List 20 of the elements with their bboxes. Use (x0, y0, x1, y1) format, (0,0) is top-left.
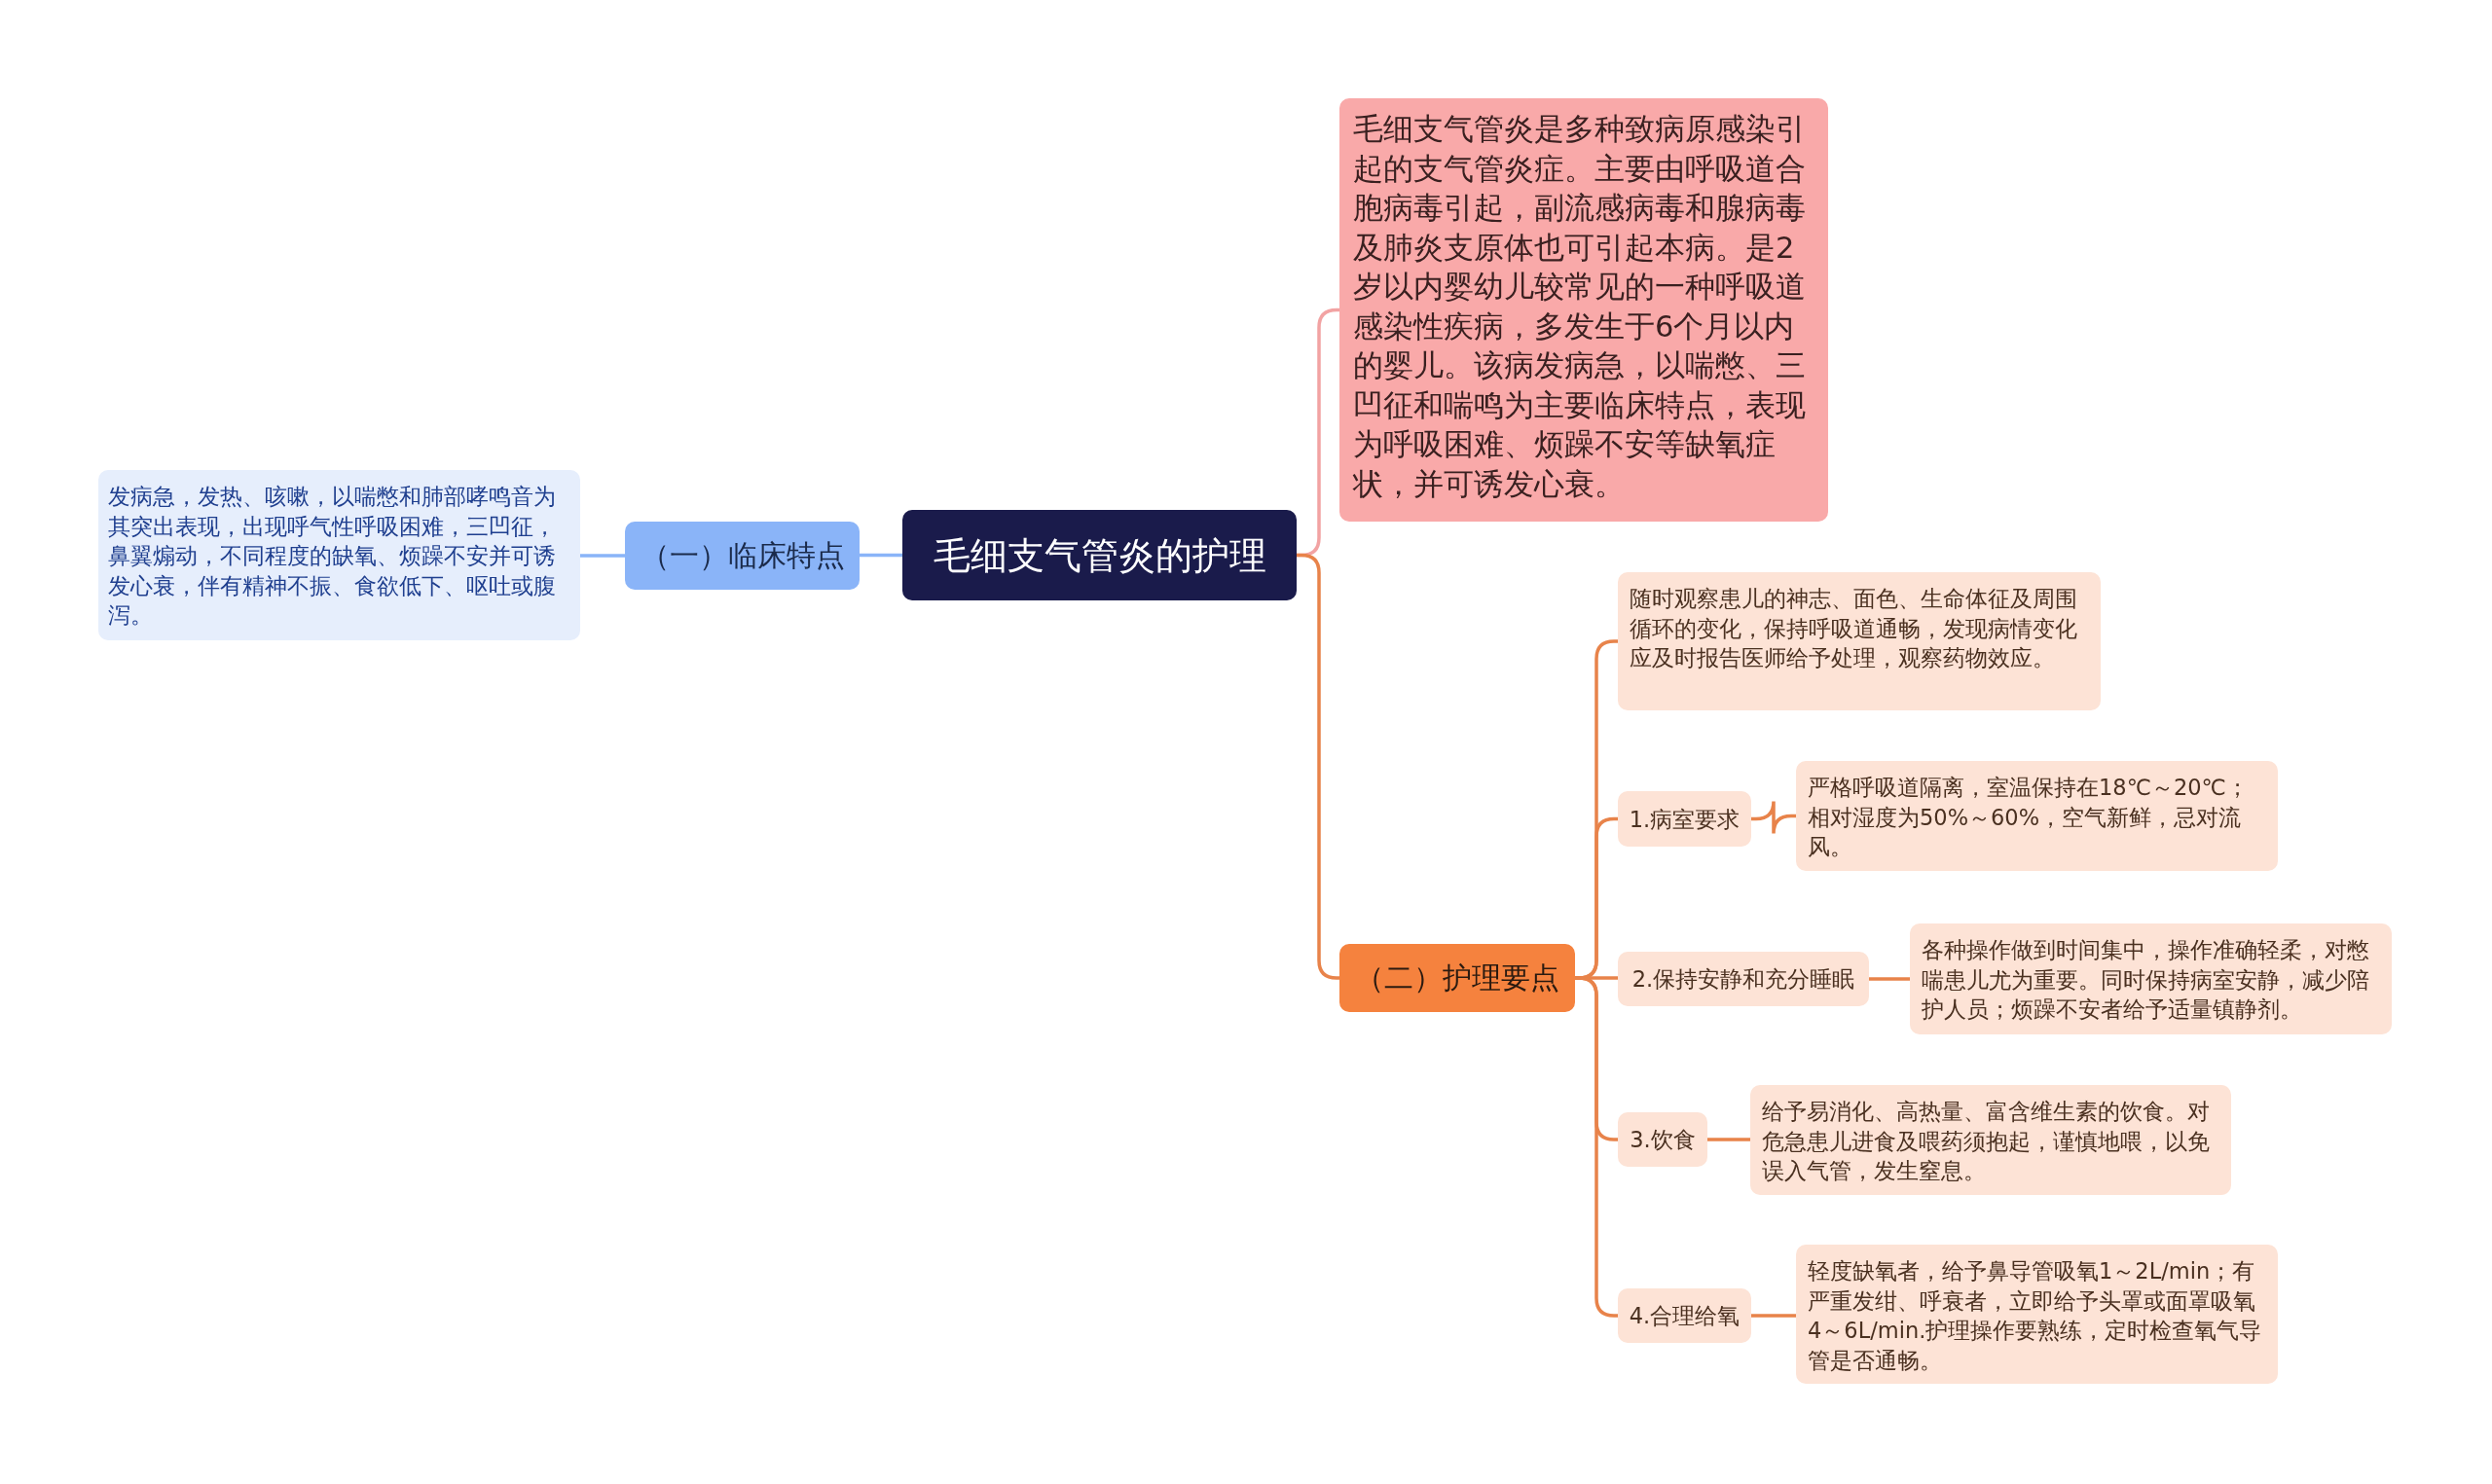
connector-line (1751, 1314, 1796, 1318)
note-box: 各种操作做到时间集中，操作准确轻柔，对憋喘患儿尤为重要。同时保持病室安静，减少陪护人员；烦躁不安者给予适量镇静剂。 (1910, 923, 2392, 1034)
subtopic-box: 2.保持安静和充分睡眠 (1618, 952, 1869, 1006)
subtopic-box: 1.病室要求 (1618, 791, 1751, 847)
note-box: 发病急，发热、咳嗽，以喘憋和肺部哮鸣音为其突出表现，出现呼气性呼吸困难，三凹征，鼻翼煽动，不同程度的缺氧、烦躁不安并可诱发心衰，伴有精神不振、食欲低下、呕吐或腹泻。 (98, 470, 580, 640)
connector-line (1751, 799, 1796, 836)
connector-line (1869, 977, 1910, 981)
branch-topic-box: （一）临床特点 (625, 522, 860, 590)
note-box: 给予易消化、高热量、富含维生素的饮食。对危急患儿进食及喂药须抱起，谨慎地喂，以免误入气管，发生窒息。 (1750, 1085, 2231, 1195)
note-box: 轻度缺氧者，给予鼻导管吸氧1～2L/min；有严重发绀、呼衰者，立即给予头罩或面罩吸氧4～6L/min.护理操作要熟练，定时检查氧气导管是否通畅。 (1796, 1245, 2278, 1384)
connector-line (1707, 1138, 1750, 1141)
connector-line (580, 554, 625, 558)
note-box: 严格呼吸道隔离，室温保持在18℃～20℃；相对湿度为50%～60%，空气新鲜，忌对流风。 (1796, 761, 2278, 871)
central-topic-box: 毛细支气管炎的护理 (902, 510, 1297, 600)
summary-box: 毛细支气管炎是多种致病原感染引起的支气管炎症。主要由呼吸道合胞病毒引起，副流感病毒和腺病毒及肺炎支原体也可引起本病。是2岁以内婴幼儿较常见的一种呼吸道感染性疾病，多发生于6个月以内的婴儿。该病发病急，以喘憋、三凹征和喘鸣为主要临床特点，表现为呼吸困难、烦躁不安等缺氧症状，并可诱发心衰。 (1339, 98, 1828, 522)
connector-line (860, 553, 902, 558)
subtopic-box: 4.合理给氧 (1618, 1288, 1751, 1343)
subtopic-box: 3.饮食 (1618, 1112, 1707, 1167)
note-box: 随时观察患儿的神志、面色、生命体征及周围循环的变化，保持呼吸道通畅，发现病情变化应及时报告医师给予处理，观察药物效应。 (1618, 572, 2101, 710)
branch-topic-box: （二）护理要点 (1339, 944, 1575, 1012)
